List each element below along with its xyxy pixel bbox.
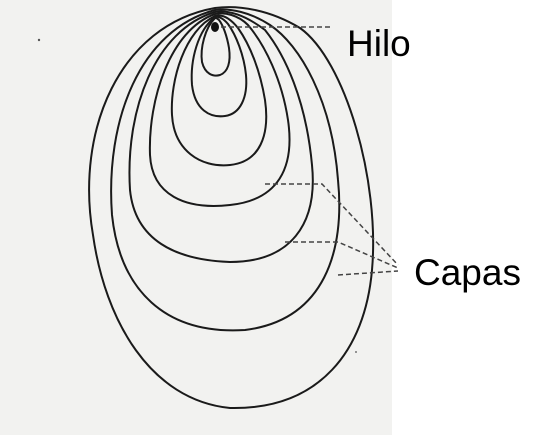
capas-label: Capas <box>414 254 521 291</box>
scan-speck <box>38 39 40 41</box>
granule-outline <box>89 7 373 408</box>
hilo-label: Hilo <box>347 25 411 62</box>
growth-ring-5 <box>192 17 247 117</box>
hilum-dot <box>211 22 219 32</box>
capas-leader-line-middle <box>285 242 398 268</box>
growth-ring-1 <box>111 10 339 331</box>
growth-ring-2 <box>129 12 312 262</box>
capas-leader-line-bottom <box>338 271 398 275</box>
capas-leader-line-top <box>265 184 398 265</box>
scan-speck <box>355 351 357 353</box>
growth-ring-4 <box>172 16 266 166</box>
